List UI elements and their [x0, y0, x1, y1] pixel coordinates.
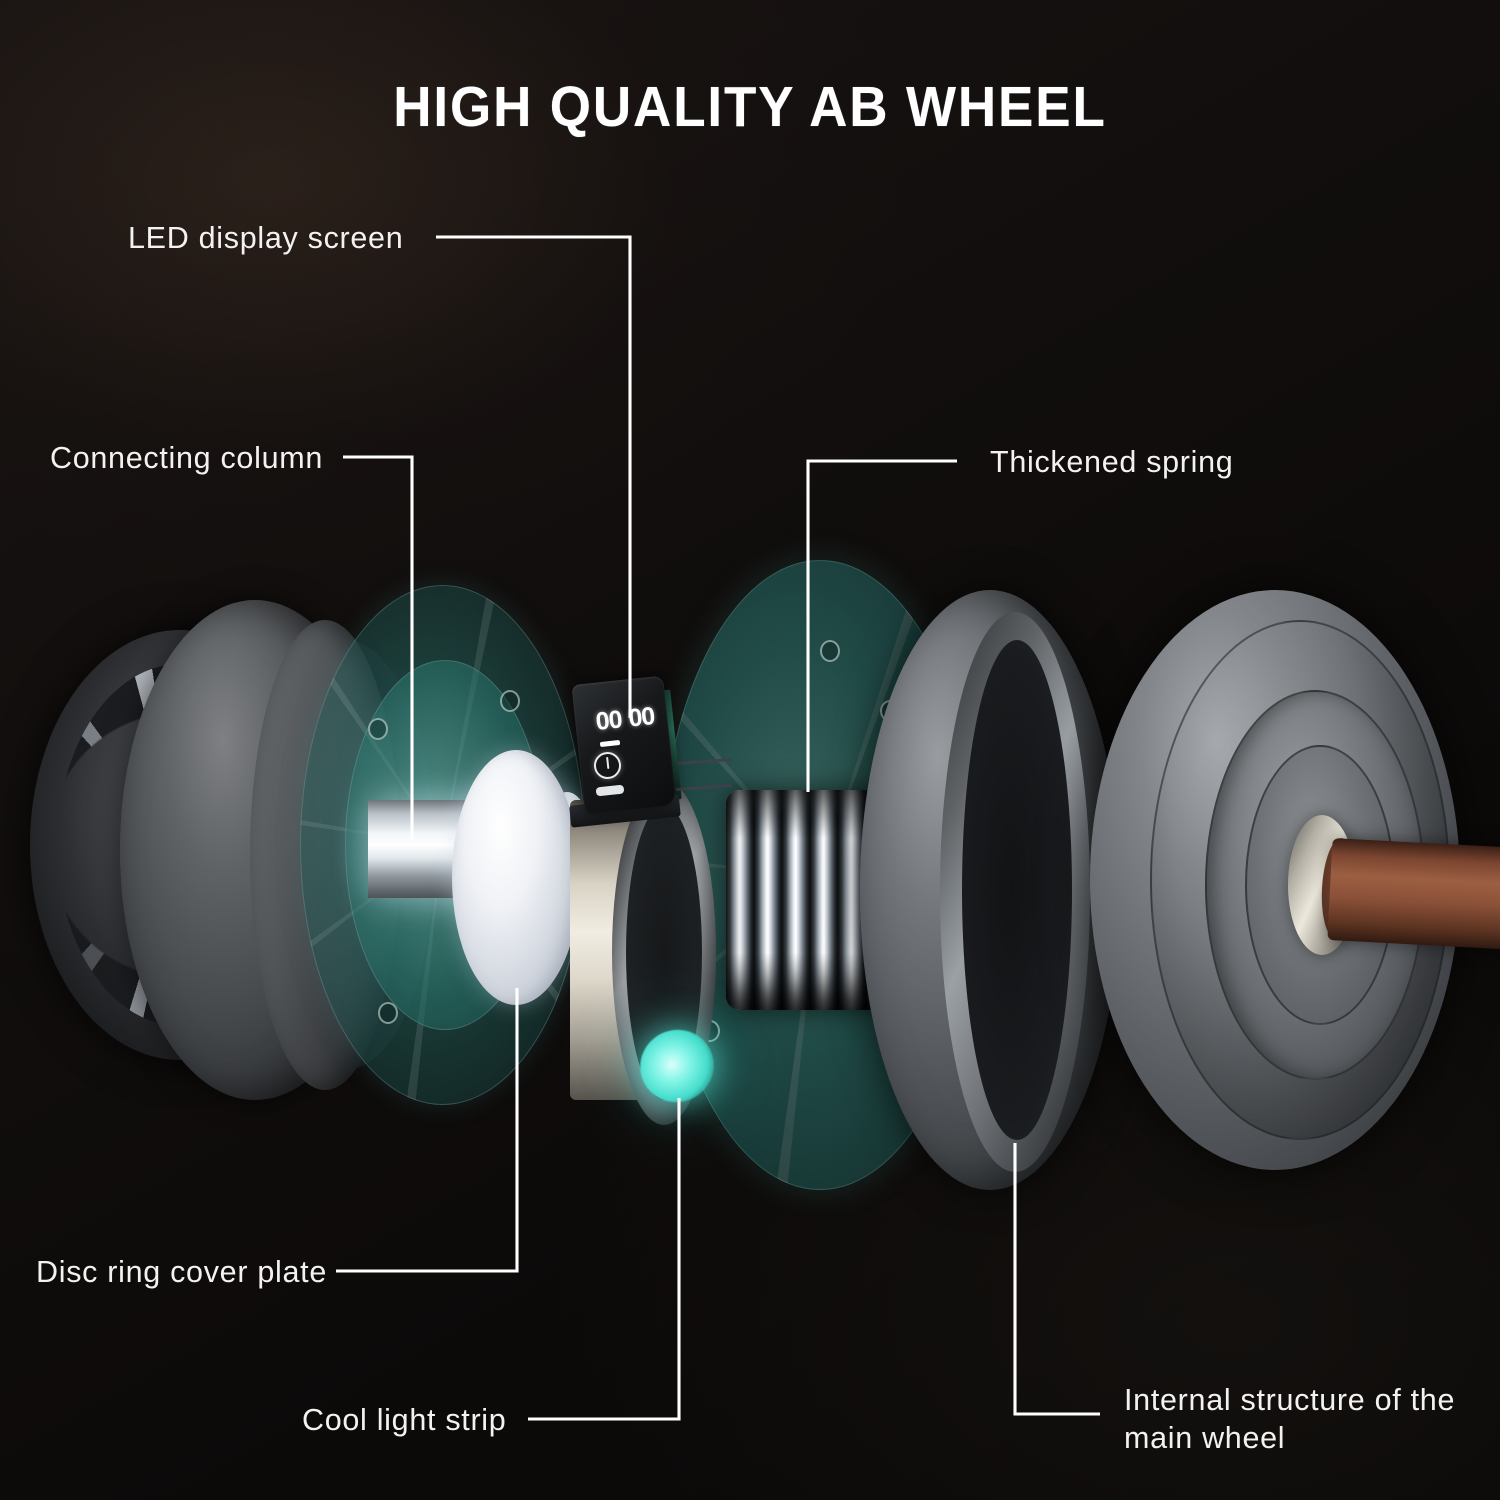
led-digits-right: 00: [626, 701, 656, 733]
callout-label-internal-structure: Internal structure of the main wheel: [1124, 1383, 1456, 1455]
callout-label-connecting-column: Connecting column: [50, 441, 323, 475]
led-display-module: [571, 675, 677, 815]
disc-bolt-hole: [368, 718, 388, 740]
callout-label-thickened-spring: Thickened spring: [990, 445, 1234, 479]
disc-bolt-hole: [500, 690, 520, 712]
led-digits-left: 00: [594, 704, 623, 736]
disc-ring-cover-plate: [452, 750, 580, 1005]
handle-bar: [1327, 838, 1500, 950]
callout-label-cool-light-strip: Cool light strip: [302, 1403, 507, 1437]
disc-bolt-hole: [820, 640, 840, 662]
disc-bolt-hole: [378, 1002, 398, 1024]
page-title: HIGH QUALITY AB WHEEL: [393, 75, 1107, 139]
callout-label-disc-ring-cover-plate: Disc ring cover plate: [36, 1255, 328, 1289]
callout-label-led-display-screen: LED display screen: [128, 221, 404, 255]
main-wheel-bore: [962, 640, 1072, 1140]
